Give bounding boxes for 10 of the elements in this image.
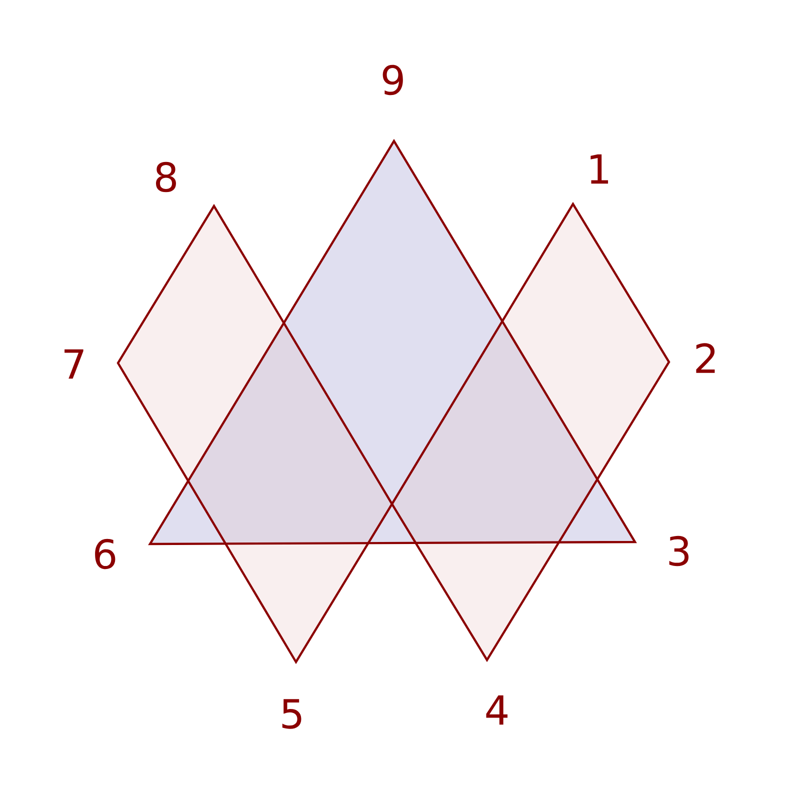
vertex-label: 5	[282, 699, 302, 729]
vertex-label: 4	[486, 695, 508, 725]
vertex-label: 8	[156, 162, 176, 192]
rhombus	[392, 204, 669, 660]
vertex-label: 1	[590, 154, 608, 184]
vertex-label: 6	[95, 538, 116, 570]
vertex-label: 7	[64, 349, 84, 379]
vertex-label: 9	[382, 64, 403, 96]
vertex-label: 2	[696, 343, 715, 373]
vertex-label: 3	[669, 536, 689, 566]
